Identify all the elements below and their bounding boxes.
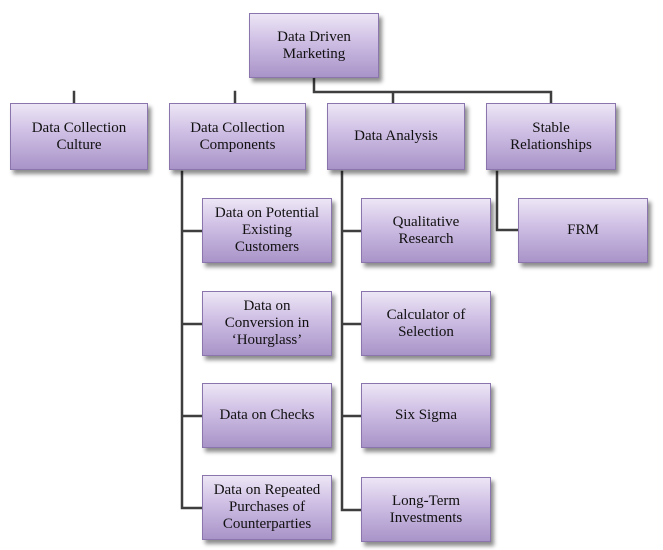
child-long-term-investments: Long-Term Investments (361, 477, 491, 542)
child-calculator-of-selection: Calculator of Selection (361, 291, 491, 356)
child-qualitative-research: Qualitative Research (361, 198, 491, 263)
child-conversion-hourglass: Data on Conversion in ‘Hourglass’ (202, 291, 332, 356)
child-potential-customers: Data on Potential Existing Customers (202, 198, 332, 263)
branch-data-analysis: Data Analysis (327, 103, 465, 170)
relationships-connector (495, 170, 520, 232)
branch-data-collection-culture: Data Collection Culture (10, 103, 148, 170)
branch-stable-relationships: Stable Relationships (486, 103, 616, 170)
root-node: Data Driven Marketing (249, 13, 379, 78)
branch-data-collection-components: Data Collection Components (169, 103, 306, 170)
root-connector (72, 76, 553, 104)
child-data-on-checks: Data on Checks (202, 383, 332, 448)
child-frm: FRM (518, 198, 648, 263)
analysis-connector (340, 170, 363, 512)
child-repeated-purchases: Data on Repeated Purchases of Counterpar… (202, 475, 332, 540)
child-six-sigma: Six Sigma (361, 383, 491, 448)
components-connector (180, 170, 204, 510)
